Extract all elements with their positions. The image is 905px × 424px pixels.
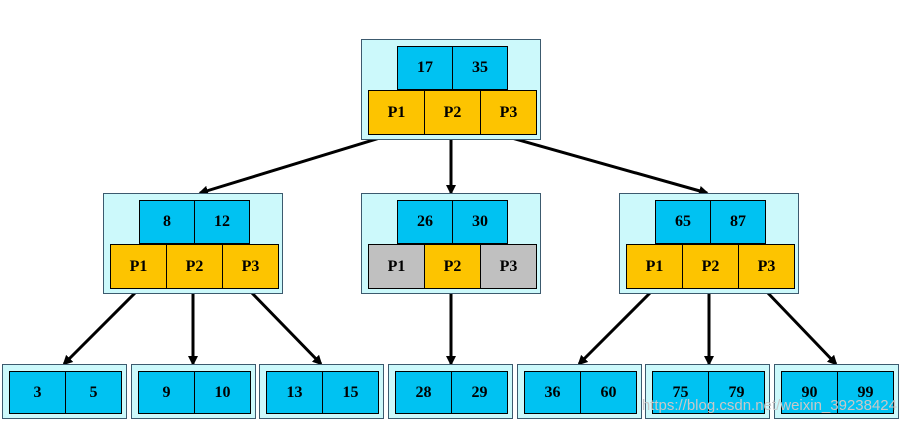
leaf-node-4: 28 29 [388, 364, 513, 419]
internal-node-2: 26 30 P1 P2 P3 [361, 193, 541, 294]
root-pointer-p1: P1 [368, 90, 425, 135]
arrow-root-p1 [198, 135, 384, 196]
root-key-2: 35 [452, 46, 508, 90]
leaf-1-key-2: 5 [65, 371, 122, 414]
watermark-text: https://blog.csdn.net/weixin_39238424 [641, 397, 897, 414]
internal-2-pointer-p2: P2 [424, 244, 481, 289]
leaf-node-5: 36 60 [517, 364, 642, 419]
internal-3-pointer-p2: P2 [682, 244, 739, 289]
internal-1-key-2: 12 [194, 200, 250, 244]
leaf-5-key-1: 36 [524, 371, 581, 414]
leaf-7-key-2: 99 [837, 371, 894, 414]
leaf-node-7: 90 99 [774, 364, 899, 419]
internal-2-key-1: 26 [397, 200, 453, 244]
internal-1-pointer-p1: P1 [110, 244, 167, 289]
root-pointer-p3: P3 [480, 90, 537, 135]
leaf-1-key-1: 3 [9, 371, 66, 414]
arrow-n3-p1 [577, 289, 654, 366]
internal-3-key-2: 87 [710, 200, 766, 244]
internal-1-pointer-p2: P2 [166, 244, 223, 289]
leaf-node-1: 3 5 [2, 364, 127, 419]
internal-3-key-1: 65 [655, 200, 711, 244]
root-pointer-p2: P2 [424, 90, 481, 135]
internal-3-pointer-p3: P3 [738, 244, 795, 289]
leaf-5-key-2: 60 [580, 371, 637, 414]
root-node: 17 35 P1 P2 P3 [361, 39, 541, 140]
arrow-n1-p3 [248, 289, 323, 366]
leaf-4-key-1: 28 [395, 371, 452, 414]
leaf-node-6: 75 79 [645, 364, 770, 419]
internal-2-key-2: 30 [452, 200, 508, 244]
leaf-node-2: 9 10 [131, 364, 256, 419]
leaf-2-key-2: 10 [194, 371, 251, 414]
leaf-7-key-1: 90 [781, 371, 838, 414]
leaf-3-key-1: 13 [266, 371, 323, 414]
leaf-node-3: 13 15 [259, 364, 384, 419]
root-key-1: 17 [397, 46, 453, 90]
leaf-6-key-2: 79 [708, 371, 765, 414]
internal-node-3: 65 87 P1 P2 P3 [619, 193, 799, 294]
internal-1-pointer-p3: P3 [222, 244, 279, 289]
internal-1-key-1: 8 [139, 200, 195, 244]
leaf-3-key-2: 15 [322, 371, 379, 414]
internal-3-pointer-p1: P1 [626, 244, 683, 289]
leaf-4-key-2: 29 [451, 371, 508, 414]
leaf-6-key-1: 75 [652, 371, 709, 414]
arrow-n1-p1 [62, 289, 139, 366]
internal-2-pointer-p3: P3 [480, 244, 537, 289]
arrow-root-p3 [507, 135, 709, 196]
leaf-2-key-1: 9 [138, 371, 195, 414]
arrow-n3-p3 [764, 289, 838, 366]
internal-2-pointer-p1: P1 [368, 244, 425, 289]
internal-node-1: 8 12 P1 P2 P3 [103, 193, 283, 294]
